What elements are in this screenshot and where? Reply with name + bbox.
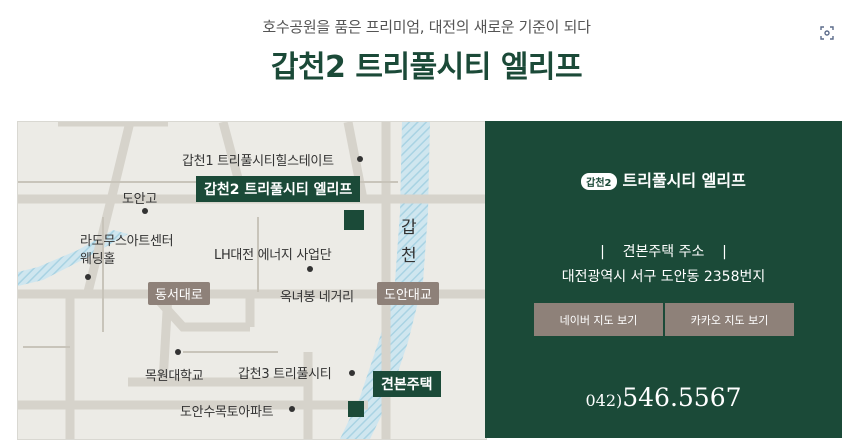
kakao-map-button[interactable]: 카카오 지도 보기 [665, 303, 794, 336]
place-lado: 라도무스아트센터 [80, 234, 174, 249]
place-marker-dot [85, 274, 91, 280]
phone-area-code: 042) [585, 391, 623, 410]
target-site-marker [344, 210, 364, 230]
model-house-marker [348, 401, 364, 417]
place-lh: LH대전 에너지 사업단 [214, 248, 332, 263]
brand-name: 트리풀시티 엘리프 [622, 171, 746, 190]
naver-map-button[interactable]: 네이버 지도 보기 [534, 303, 663, 336]
place-mokwon: 목원대학교 [145, 369, 204, 384]
place-marker-dot [349, 370, 355, 376]
place-marker-dot [307, 266, 313, 272]
place-gapcheon3: 갑천3 트리풀시티 [238, 367, 332, 382]
target-site-label: 갑천2 트리풀시티 엘리프 [196, 176, 361, 202]
river-label-text: 갑천 [401, 218, 417, 266]
river-label: 갑천 [401, 214, 419, 270]
address-title: | 견본주택 주소 | [600, 244, 727, 260]
model-house-label: 견본주택 [373, 371, 441, 397]
place-marker-dot [142, 208, 148, 214]
place-doansu: 도안수목토아파트 [180, 405, 274, 420]
phone-main-number: 546.5567 [622, 383, 742, 412]
place-marker-dot [357, 156, 363, 162]
road-dongseo: 동서대로 [148, 282, 210, 305]
info-panel: 갑천2 트리풀시티 엘리프 | 견본주택 주소 | 대전광역시 서구 도안동 23… [485, 121, 842, 438]
page-title: 갑천2 트리풀시티 엘리프 [270, 50, 583, 85]
road-doan: 도안대교 [377, 282, 439, 305]
brand-badge: 갑천2 [581, 173, 617, 190]
place-wedding: 웨딩홀 [80, 252, 115, 267]
place-gapcheon1: 갑천1 트리풀시티힐스테이트 [182, 154, 334, 169]
map-roads [18, 122, 486, 439]
place-marker-dot [289, 406, 295, 412]
image-search-icon[interactable] [818, 24, 836, 42]
location-map: 갑천1 트리풀시티힐스테이트 도안고 라도무스아트센터 웨딩홀 LH대전 에너지… [17, 121, 487, 440]
place-oknyeo: 옥녀봉 네거리 [280, 290, 354, 305]
page-subtitle: 호수공원을 품은 프리미엄, 대전의 새로운 기준이 되다 [262, 18, 591, 36]
phone-number[interactable]: 042)546.5567 [485, 383, 842, 412]
place-marker-dot [175, 349, 181, 355]
brand-logo: 갑천2 트리풀시티 엘리프 [485, 167, 842, 191]
place-doan-high: 도안고 [122, 192, 157, 207]
address-text: 대전광역시 서구 도안동 2358번지 [561, 269, 766, 285]
